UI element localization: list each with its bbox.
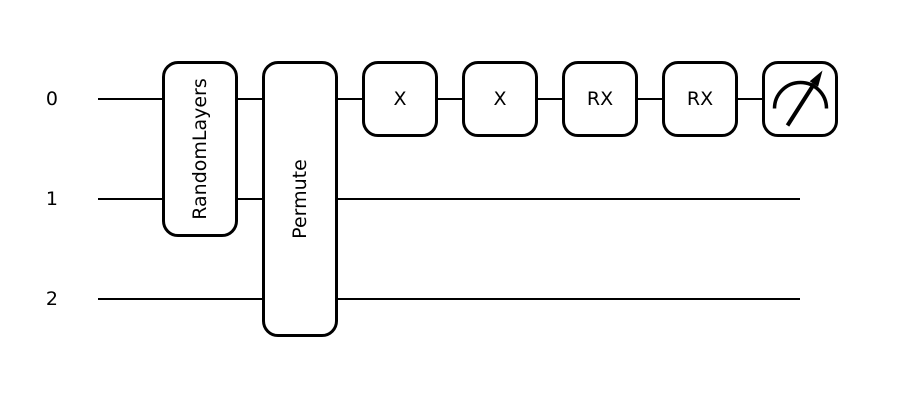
wire-0 bbox=[98, 98, 800, 100]
gate-label-randomlayers: RandomLayers bbox=[189, 78, 212, 220]
gate-label-x-1: X bbox=[393, 88, 407, 110]
wire-label-1: 1 bbox=[45, 188, 58, 210]
wire-label-0: 0 bbox=[45, 88, 58, 110]
gate-box-rx-2: RX bbox=[662, 61, 738, 137]
gate-label-rx-2: RX bbox=[686, 88, 714, 110]
gate-label-permute: Permute bbox=[289, 159, 312, 239]
measurement-box bbox=[762, 61, 838, 137]
gate-box-permute: Permute bbox=[262, 61, 338, 337]
measure-gauge-icon bbox=[772, 70, 828, 127]
gate-label-rx-1: RX bbox=[586, 88, 614, 110]
gate-box-x-1: X bbox=[362, 61, 438, 137]
gate-box-randomlayers: RandomLayers bbox=[162, 61, 238, 237]
gate-box-rx-1: RX bbox=[562, 61, 638, 137]
wire-label-2: 2 bbox=[45, 288, 58, 310]
wire-2 bbox=[98, 298, 800, 300]
gate-label-x-2: X bbox=[493, 88, 507, 110]
gate-box-x-2: X bbox=[462, 61, 538, 137]
wire-1 bbox=[98, 198, 800, 200]
